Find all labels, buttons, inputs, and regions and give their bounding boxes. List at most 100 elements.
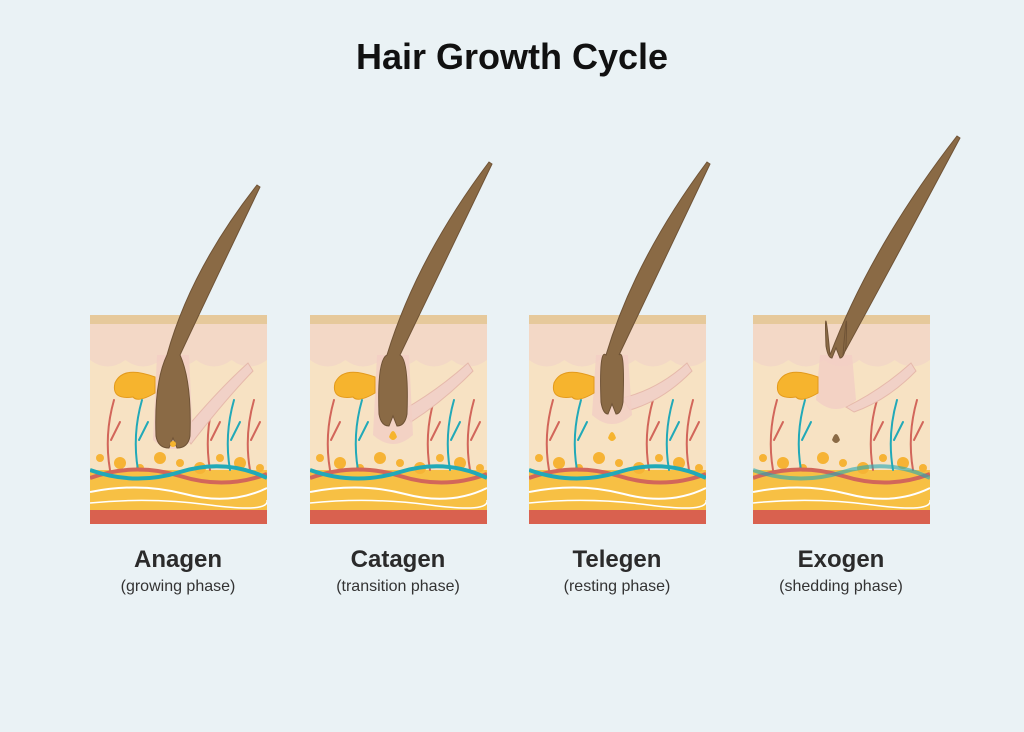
capillary [685, 399, 700, 471]
phase-name: Telegen [572, 546, 662, 573]
fat-cell [256, 464, 264, 472]
capillary [466, 399, 481, 471]
dermal-papilla [608, 432, 616, 441]
fat-cell [673, 457, 685, 469]
fat-cell [593, 452, 605, 464]
arrector-muscle [402, 362, 474, 423]
fat-cell [114, 457, 126, 469]
fat-cell [553, 457, 565, 469]
vein [90, 464, 267, 481]
fat-cell [176, 459, 184, 467]
fat-cell [615, 459, 623, 467]
capillary [797, 399, 812, 471]
vein [310, 464, 487, 481]
phase-label-exogen: Exogen (shedding phase) [731, 546, 951, 596]
vein [529, 464, 706, 481]
page-title: Hair Growth Cycle [355, 36, 669, 77]
capillary [246, 399, 261, 471]
epidermis-top-layer [753, 315, 930, 324]
muscle-layer [310, 510, 487, 524]
fat-cell [879, 454, 887, 462]
fat-cell [839, 459, 847, 467]
muscle-layer [529, 510, 706, 524]
phase-description: (shedding phase) [779, 578, 903, 595]
fat-cell [396, 459, 404, 467]
artery [310, 467, 487, 485]
hair-shaft [600, 161, 711, 415]
papilla-dot [170, 441, 176, 447]
capillary [909, 399, 924, 471]
arrector-muscle [844, 362, 917, 413]
phase-label-catagen: Catagen (transition phase) [288, 546, 508, 596]
capillary [645, 399, 660, 471]
capillary [446, 399, 461, 471]
fat-cell [817, 452, 829, 464]
fat-cell [436, 454, 444, 462]
fat-cell [96, 454, 104, 462]
sebaceous-gland [333, 371, 376, 400]
fat-cell [535, 454, 543, 462]
hair-shaft [378, 161, 493, 427]
phase-label-anagen: Anagen (growing phase) [68, 546, 288, 596]
fat-cell [695, 464, 703, 472]
phase-description: (growing phase) [120, 578, 236, 595]
epidermis-top-layer [310, 315, 487, 324]
phase-name: Exogen [797, 546, 885, 573]
muscle-layer [753, 510, 930, 524]
capillary [226, 399, 241, 471]
fat-cell [655, 454, 663, 462]
artery [753, 467, 930, 485]
phase-label-telegen: Telegen (resting phase) [507, 546, 727, 596]
hair-shaft [155, 184, 261, 449]
fat-cell [334, 457, 346, 469]
fat-cell [316, 454, 324, 462]
fiber-line [529, 499, 706, 509]
vein [753, 464, 930, 481]
capillary [354, 399, 369, 471]
phase-description: (resting phase) [563, 578, 671, 595]
dermal-papilla [389, 431, 397, 440]
follicle-sheath [816, 355, 856, 409]
sebaceous-gland [552, 371, 595, 400]
fat-cell [454, 457, 466, 469]
fiber-line [90, 499, 267, 509]
fiber-line [310, 486, 487, 500]
artery [529, 467, 706, 485]
phase-name: Catagen [350, 546, 446, 573]
fiber-line [90, 486, 267, 500]
fat-cell [216, 454, 224, 462]
phase-name: Anagen [133, 546, 222, 573]
capillary [134, 399, 149, 471]
capillary [869, 399, 884, 471]
capillary [889, 399, 904, 471]
fat-cell [897, 457, 909, 469]
dermal-papilla [832, 434, 840, 443]
capillary [573, 399, 588, 471]
muscle-layer [90, 510, 267, 524]
arrector-muscle [182, 362, 254, 445]
capillary [106, 399, 121, 471]
capillary [545, 399, 560, 471]
fat-cell [759, 454, 767, 462]
hair-shaft [825, 135, 961, 359]
phase-description: (transition phase) [336, 578, 460, 595]
fat-cell [777, 457, 789, 469]
capillary [326, 399, 341, 471]
sebaceous-gland [113, 371, 156, 400]
fat-cell [919, 464, 927, 472]
arrector-muscle [621, 362, 693, 411]
fiber-line [310, 499, 487, 509]
capillary [665, 399, 680, 471]
fiber-line [529, 486, 706, 500]
fiber-line [753, 499, 930, 509]
fat-cell [476, 464, 484, 472]
sebaceous-gland [776, 371, 819, 400]
fiber-line [753, 486, 930, 500]
fat-cell [374, 452, 386, 464]
fat-cell [154, 452, 166, 464]
artery [90, 467, 267, 485]
epidermis-top-layer [529, 315, 706, 324]
capillary [769, 399, 784, 471]
fat-cell [234, 457, 246, 469]
